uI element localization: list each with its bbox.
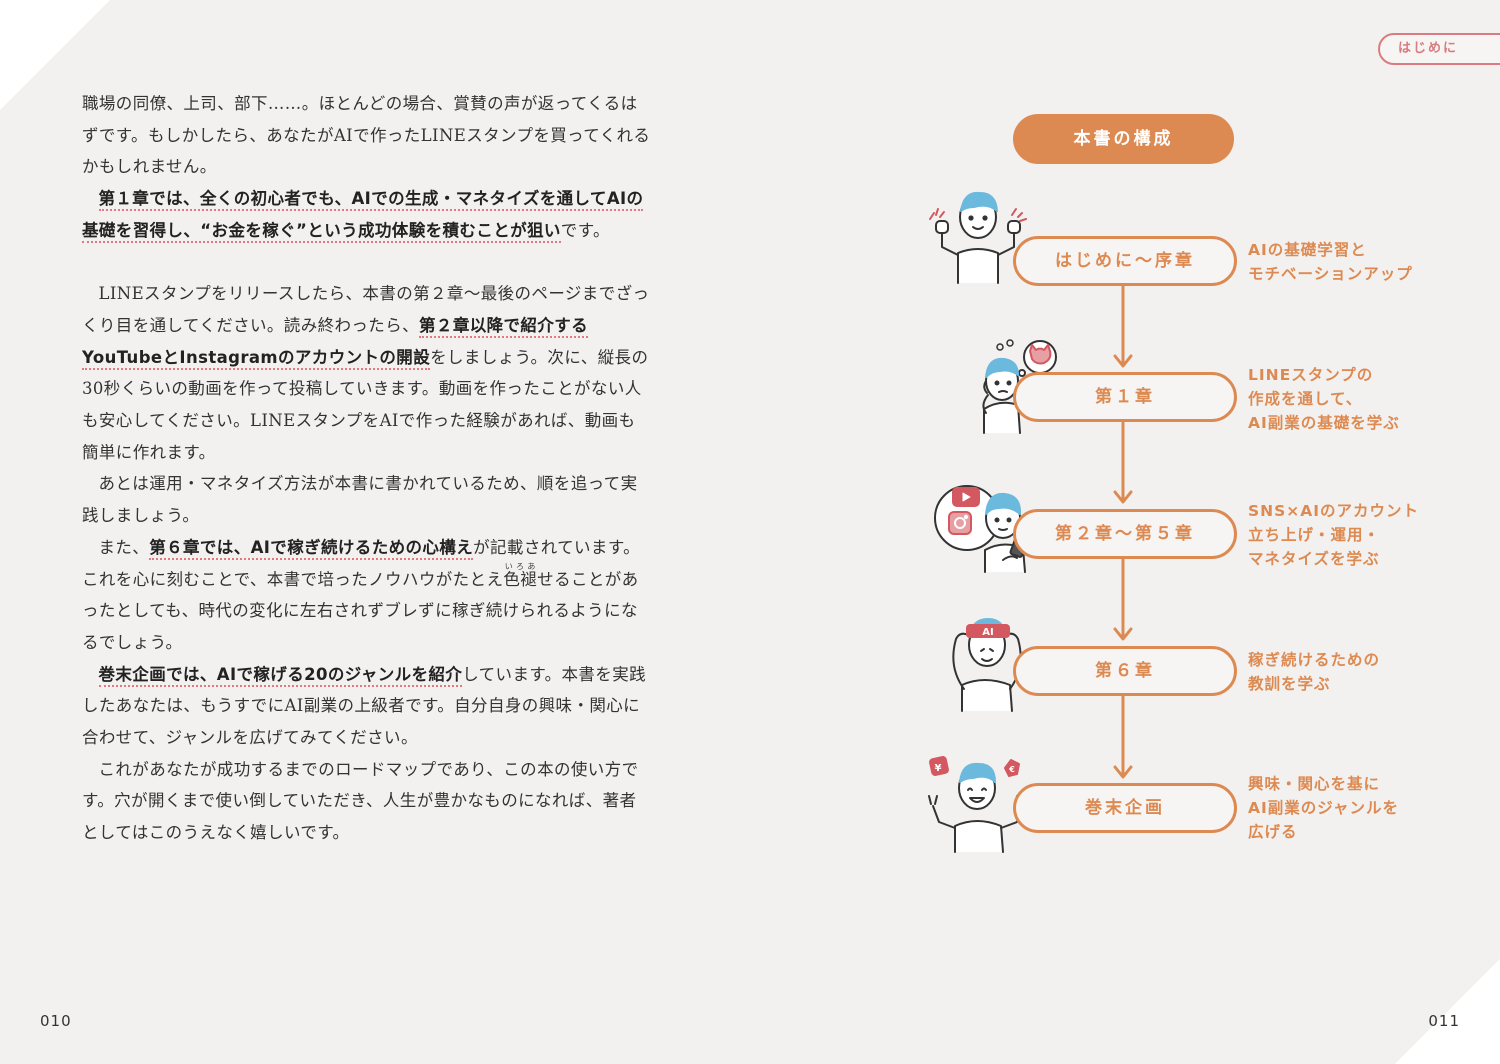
paragraph-5-c: せることがあったとしても、時代の変化に左右されずブレずに稼ぎ続けられるようになる…	[82, 569, 639, 652]
desc-line: マネタイズを学ぶ	[1248, 550, 1380, 568]
yen-badge: ¥	[935, 763, 942, 774]
stage-chapter-2-5: 第２章～第５章	[1013, 509, 1237, 559]
paragraph-3-b: をしましょう。次に、縦長の30秒くらいの動画を作って投稿していきます。動画を作っ…	[82, 347, 649, 462]
ruby-word: 色褪いろあ	[503, 561, 538, 589]
stage-intro: はじめに～序章	[1013, 236, 1237, 286]
paragraph-2-tail: です。	[560, 220, 610, 240]
stage-appendix: 巻末企画	[1013, 783, 1237, 833]
paragraph-7: これがあなたが成功するまでのロードマップであり、この本の使い方です。穴が開くまで…	[82, 759, 639, 843]
page-number-left: 010	[40, 1012, 72, 1030]
stage-appendix-desc: 興味・関心を基に AI副業のジャンルを 広げる	[1248, 772, 1448, 844]
desc-line: 作成を通して、	[1248, 390, 1363, 408]
paragraph-5-a: また、	[98, 537, 150, 557]
page-corner-decoration	[1395, 959, 1500, 1064]
desc-line: 稼ぎ続けるための	[1248, 651, 1381, 669]
arrowhead-icon	[1113, 765, 1133, 779]
paragraph-1: 職場の同僚、上司、部下……。ほとんどの場合、賞賛の声が返ってくるはずです。もしか…	[82, 94, 651, 177]
desc-line: AI副業のジャンルを	[1248, 799, 1399, 817]
paragraph-3: LINEスタンプをリリースしたら、本書の第２章〜最後のページまでざっくり目を通し…	[82, 278, 652, 468]
emphasis-chapter6: 第６章では、AIで稼ぎ続けるための心構え	[149, 537, 474, 560]
page-corner-decoration	[0, 0, 110, 110]
ruby-reading: いろあ	[503, 561, 538, 571]
stage-chapter-2-5-desc: SNS×AIのアカウント 立ち上げ・運用・ マネタイズを学ぶ	[1248, 499, 1448, 571]
arrowhead-icon	[1113, 490, 1133, 504]
paragraph-4: あとは運用・マネタイズ方法が本書に書かれているため、順を追って実践しましょう。	[82, 474, 638, 526]
stage-chapter-1: 第１章	[1013, 372, 1237, 422]
euro-badge: €	[1008, 765, 1015, 774]
paragraph-3-a: LINEスタンプをリリースしたら、本書の第２章〜最後のページまでざっくり目を通し…	[82, 284, 650, 335]
emphasis-chapter2: 第２章以降で紹介するYouTubeとInstagramのアカウントの開設	[82, 315, 589, 370]
paragraph-5-b: が記載されています。これを心に刻むことで、本書で培ったノウハウがたとえ	[82, 537, 640, 589]
paragraph-2: 第１章では、全くの初心者でも、AIでの生成・マネタイズを通してAIの基礎を習得し…	[82, 183, 652, 246]
section-tab: はじめに	[1378, 33, 1500, 65]
paragraph-6-b: しています。本書を実践したあなたは、もうすでにAI副業の上級者です。自分自身の興…	[82, 664, 647, 748]
desc-line: AIの基礎学習と	[1248, 241, 1367, 259]
desc-line: AI副業の基礎を学ぶ	[1248, 414, 1400, 432]
paragraph-5: また、第６章では、AIで稼ぎ続けるための心構えが記載されています。これを心に刻む…	[82, 532, 652, 659]
desc-line: 教訓を学ぶ	[1248, 675, 1331, 693]
stage-chapter-1-desc: LINEスタンプの 作成を通して、 AI副業の基礎を学ぶ	[1248, 363, 1448, 435]
stage-intro-desc: AIの基礎学習と モチベーションアップ	[1248, 238, 1448, 286]
arrowhead-icon	[1113, 627, 1133, 641]
desc-line: LINEスタンプの	[1248, 366, 1374, 384]
desc-line: 広げる	[1248, 823, 1298, 841]
arrowhead-icon	[1113, 354, 1133, 368]
stage-chapter-6-desc: 稼ぎ続けるための 教訓を学ぶ	[1248, 648, 1448, 696]
emphasis-chapter1: 第１章では、全くの初心者でも、AIでの生成・マネタイズを通してAIの基礎を習得し…	[82, 189, 644, 243]
page-number-right: 011	[1428, 1012, 1460, 1030]
thinking-person-icon	[982, 339, 1057, 434]
desc-line: 興味・関心を基に	[1248, 775, 1381, 793]
structure-title: 本書の構成	[1013, 114, 1234, 164]
stage-chapter-6: 第６章	[1013, 646, 1237, 696]
emphasis-appendix: 巻末企画では、AIで稼げる20のジャンルを紹介	[98, 664, 463, 687]
cheering-person-icon	[929, 191, 1027, 284]
paragraph-gap	[82, 247, 652, 279]
desc-line: SNS×AIのアカウント	[1248, 502, 1420, 520]
left-page-body: 職場の同僚、上司、部下……。ほとんどの場合、賞賛の声が返ってくるはずです。もしか…	[82, 88, 652, 849]
paragraph-6: 巻末企画では、AIで稼げる20のジャンルを紹介しています。本書を実践したあなたは…	[82, 659, 652, 754]
desc-line: 立ち上げ・運用・	[1248, 526, 1381, 544]
desc-line: モチベーションアップ	[1248, 265, 1413, 283]
headband-label: AI	[982, 627, 993, 638]
